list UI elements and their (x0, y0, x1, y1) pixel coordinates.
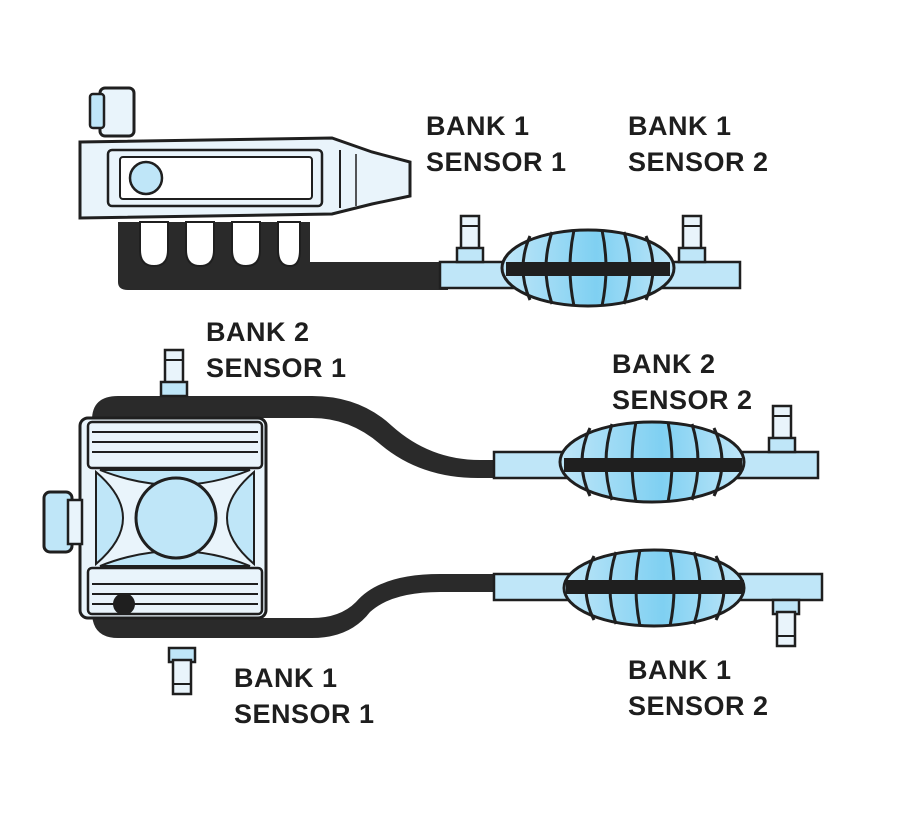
label-v-bank2-sensor2: BANK 2 SENSOR 2 (612, 346, 753, 418)
label-line-sensor: SENSOR 2 (612, 385, 753, 415)
label-line-sensor: SENSOR 2 (628, 147, 769, 177)
label-line-bank: BANK 2 (612, 349, 716, 379)
label-line-bank: BANK 2 (206, 317, 310, 347)
sensor-v-bank1-s2 (771, 598, 801, 648)
label-top-bank1-sensor1: BANK 1 SENSOR 1 (426, 108, 567, 180)
inline-engine-layout (78, 86, 742, 308)
label-line-sensor: SENSOR 2 (628, 691, 769, 721)
catalytic-converter-top (500, 228, 676, 308)
v-engine-layout (42, 348, 824, 696)
label-line-bank: BANK 1 (426, 111, 530, 141)
label-v-bank1-sensor2: BANK 1 SENSOR 2 (628, 652, 769, 724)
sensor-v-bank2-s2 (767, 404, 797, 454)
label-line-sensor: SENSOR 1 (206, 353, 347, 383)
sensor-top-bank1-s1 (455, 214, 485, 264)
label-v-bank2-sensor1: BANK 2 SENSOR 1 (206, 314, 347, 386)
catalytic-converter-bank1 (562, 548, 746, 628)
label-v-bank1-sensor1: BANK 1 SENSOR 1 (234, 660, 375, 732)
catalytic-converter-bank2 (558, 420, 746, 504)
label-line-sensor: SENSOR 1 (426, 147, 567, 177)
label-top-bank1-sensor2: BANK 1 SENSOR 2 (628, 108, 769, 180)
sensor-top-bank1-s2 (677, 214, 707, 264)
label-line-bank: BANK 1 (628, 111, 732, 141)
sensor-v-bank1-s1 (167, 646, 197, 696)
label-line-bank: BANK 1 (234, 663, 338, 693)
label-line-bank: BANK 1 (628, 655, 732, 685)
label-line-sensor: SENSOR 1 (234, 699, 375, 729)
sensor-v-bank2-s1 (159, 348, 189, 398)
